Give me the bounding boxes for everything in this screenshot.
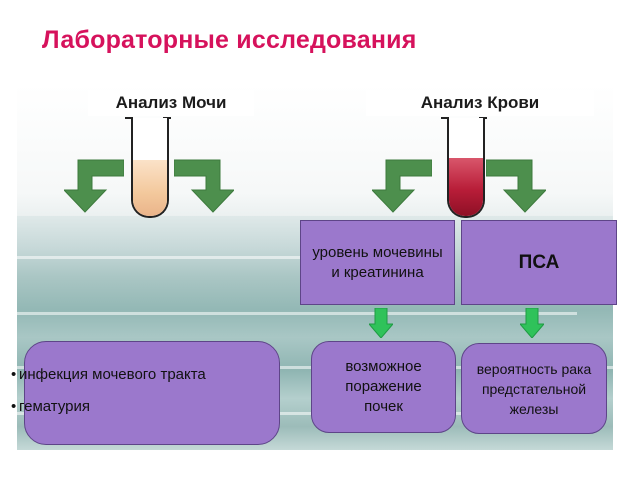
cancer-down-arrow-icon [520, 308, 544, 338]
blood-test-tube [447, 118, 485, 218]
blood-analysis-heading: Анализ Крови [366, 90, 594, 116]
blood-right-arrow-icon [486, 159, 546, 213]
urine-right-arrow-icon [174, 159, 234, 213]
psa-box: ПСА [461, 220, 617, 305]
blood-left-arrow-icon [372, 159, 432, 213]
urine-finding-text: гематурия [19, 398, 91, 415]
urine-finding-text: инфекция мочевого тракта [19, 366, 206, 383]
urine-finding-item: •гематурия [11, 398, 91, 415]
background-streak [17, 312, 577, 315]
background-streak [17, 256, 437, 259]
urine-findings-box: •инфекция мочевого тракта •гематурия [11, 341, 280, 445]
urea-creatinine-box: уровень мочевины и креатинина [300, 220, 455, 305]
urine-finding-item: •инфекция мочевого тракта [11, 366, 206, 383]
blood-sample [449, 158, 483, 216]
urine-left-arrow-icon [64, 159, 124, 213]
prostate-cancer-box: вероятность рака предстательной железы [461, 343, 607, 434]
blood-tube-lip [441, 117, 449, 125]
page-title: Лабораторные исследования [42, 26, 417, 54]
urine-test-tube [131, 118, 169, 218]
kidney-damage-box: возможное поражение почек [311, 341, 456, 433]
kidney-down-arrow-icon [369, 308, 393, 338]
urine-sample [133, 160, 167, 216]
urine-tube-lip [125, 117, 133, 125]
urine-analysis-heading: Анализ Мочи [88, 90, 254, 116]
